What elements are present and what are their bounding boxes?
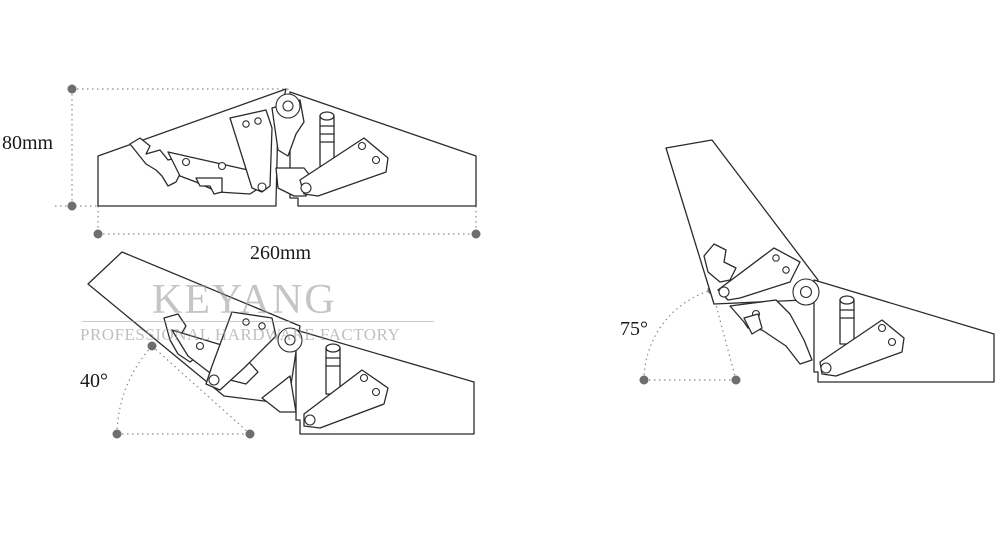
height-label: 80mm xyxy=(2,132,54,154)
main-pivot-inner xyxy=(799,285,813,299)
angle-arc-40 xyxy=(116,345,153,435)
watermark-rule xyxy=(82,321,434,322)
right-bracket-hole xyxy=(357,141,367,151)
main-pivot-inner xyxy=(282,100,294,112)
spring-rod-cap xyxy=(319,111,335,121)
pivot-plate-rivet xyxy=(208,374,220,386)
small-bracket xyxy=(195,177,223,195)
upper-link xyxy=(717,247,801,301)
watermark-brand: KEYANG xyxy=(152,277,337,323)
angle-leg-75 xyxy=(711,289,737,381)
lower-link xyxy=(261,375,297,413)
height-dot-bottom xyxy=(67,201,77,211)
angle-dot-75 xyxy=(639,375,649,385)
link-arm-hole xyxy=(217,161,227,171)
link-arm-hole xyxy=(181,157,191,167)
angle-label-75: 75° xyxy=(620,318,648,340)
right-bracket-hole xyxy=(371,387,381,397)
spring-rod xyxy=(839,299,855,345)
angle-dot-40 xyxy=(112,429,122,439)
hinge-open-40 xyxy=(87,251,475,439)
pivot-plate xyxy=(229,109,273,193)
right-bracket-hole xyxy=(359,373,369,383)
upper-link-hole xyxy=(772,254,780,262)
link-arm-hole xyxy=(195,341,205,351)
small-bracket xyxy=(743,313,763,335)
right-bracket xyxy=(299,137,389,197)
pivot-plate-hole xyxy=(254,117,262,125)
spring-rod xyxy=(325,347,341,395)
right-bracket-rivet xyxy=(820,362,832,374)
angle-arc-75 xyxy=(643,289,713,381)
main-pivot-inner xyxy=(284,334,296,346)
right-bracket xyxy=(819,319,905,377)
closed-hinge xyxy=(55,84,481,239)
watermark-tagline: PROFESSIONAL HARDWARE FACTORY xyxy=(80,325,401,344)
right-bracket-hole xyxy=(877,323,887,333)
hook-latch xyxy=(703,243,737,283)
angle-leg-40 xyxy=(151,345,251,435)
spring-rod-cap xyxy=(325,343,341,353)
right-bracket-rivet xyxy=(304,414,316,426)
angle-dot-75 xyxy=(731,375,741,385)
long-link-arm xyxy=(729,299,813,365)
angle-dot-40 xyxy=(147,341,157,351)
angle-label-40: 40° xyxy=(80,370,108,392)
right-bracket-rivet xyxy=(300,182,312,194)
pivot-plate-hole xyxy=(258,322,266,330)
angle-dot-40 xyxy=(245,429,255,439)
pivot-plate-hole xyxy=(242,318,250,326)
width-dot-left xyxy=(93,229,103,239)
upper-link-rivet xyxy=(718,286,730,298)
width-dot-right xyxy=(471,229,481,239)
right-bracket xyxy=(303,369,389,429)
width-label: 260mm xyxy=(250,242,312,264)
right-bracket-hole xyxy=(371,155,381,165)
hinge-open-75 xyxy=(639,139,995,385)
height-dot-top xyxy=(67,84,77,94)
pivot-plate-hole xyxy=(242,120,250,128)
pivot-plate-rivet xyxy=(257,182,267,192)
right-bracket-hole xyxy=(887,337,897,347)
upper-link-hole xyxy=(782,266,790,274)
spring-rod-cap xyxy=(839,295,855,305)
